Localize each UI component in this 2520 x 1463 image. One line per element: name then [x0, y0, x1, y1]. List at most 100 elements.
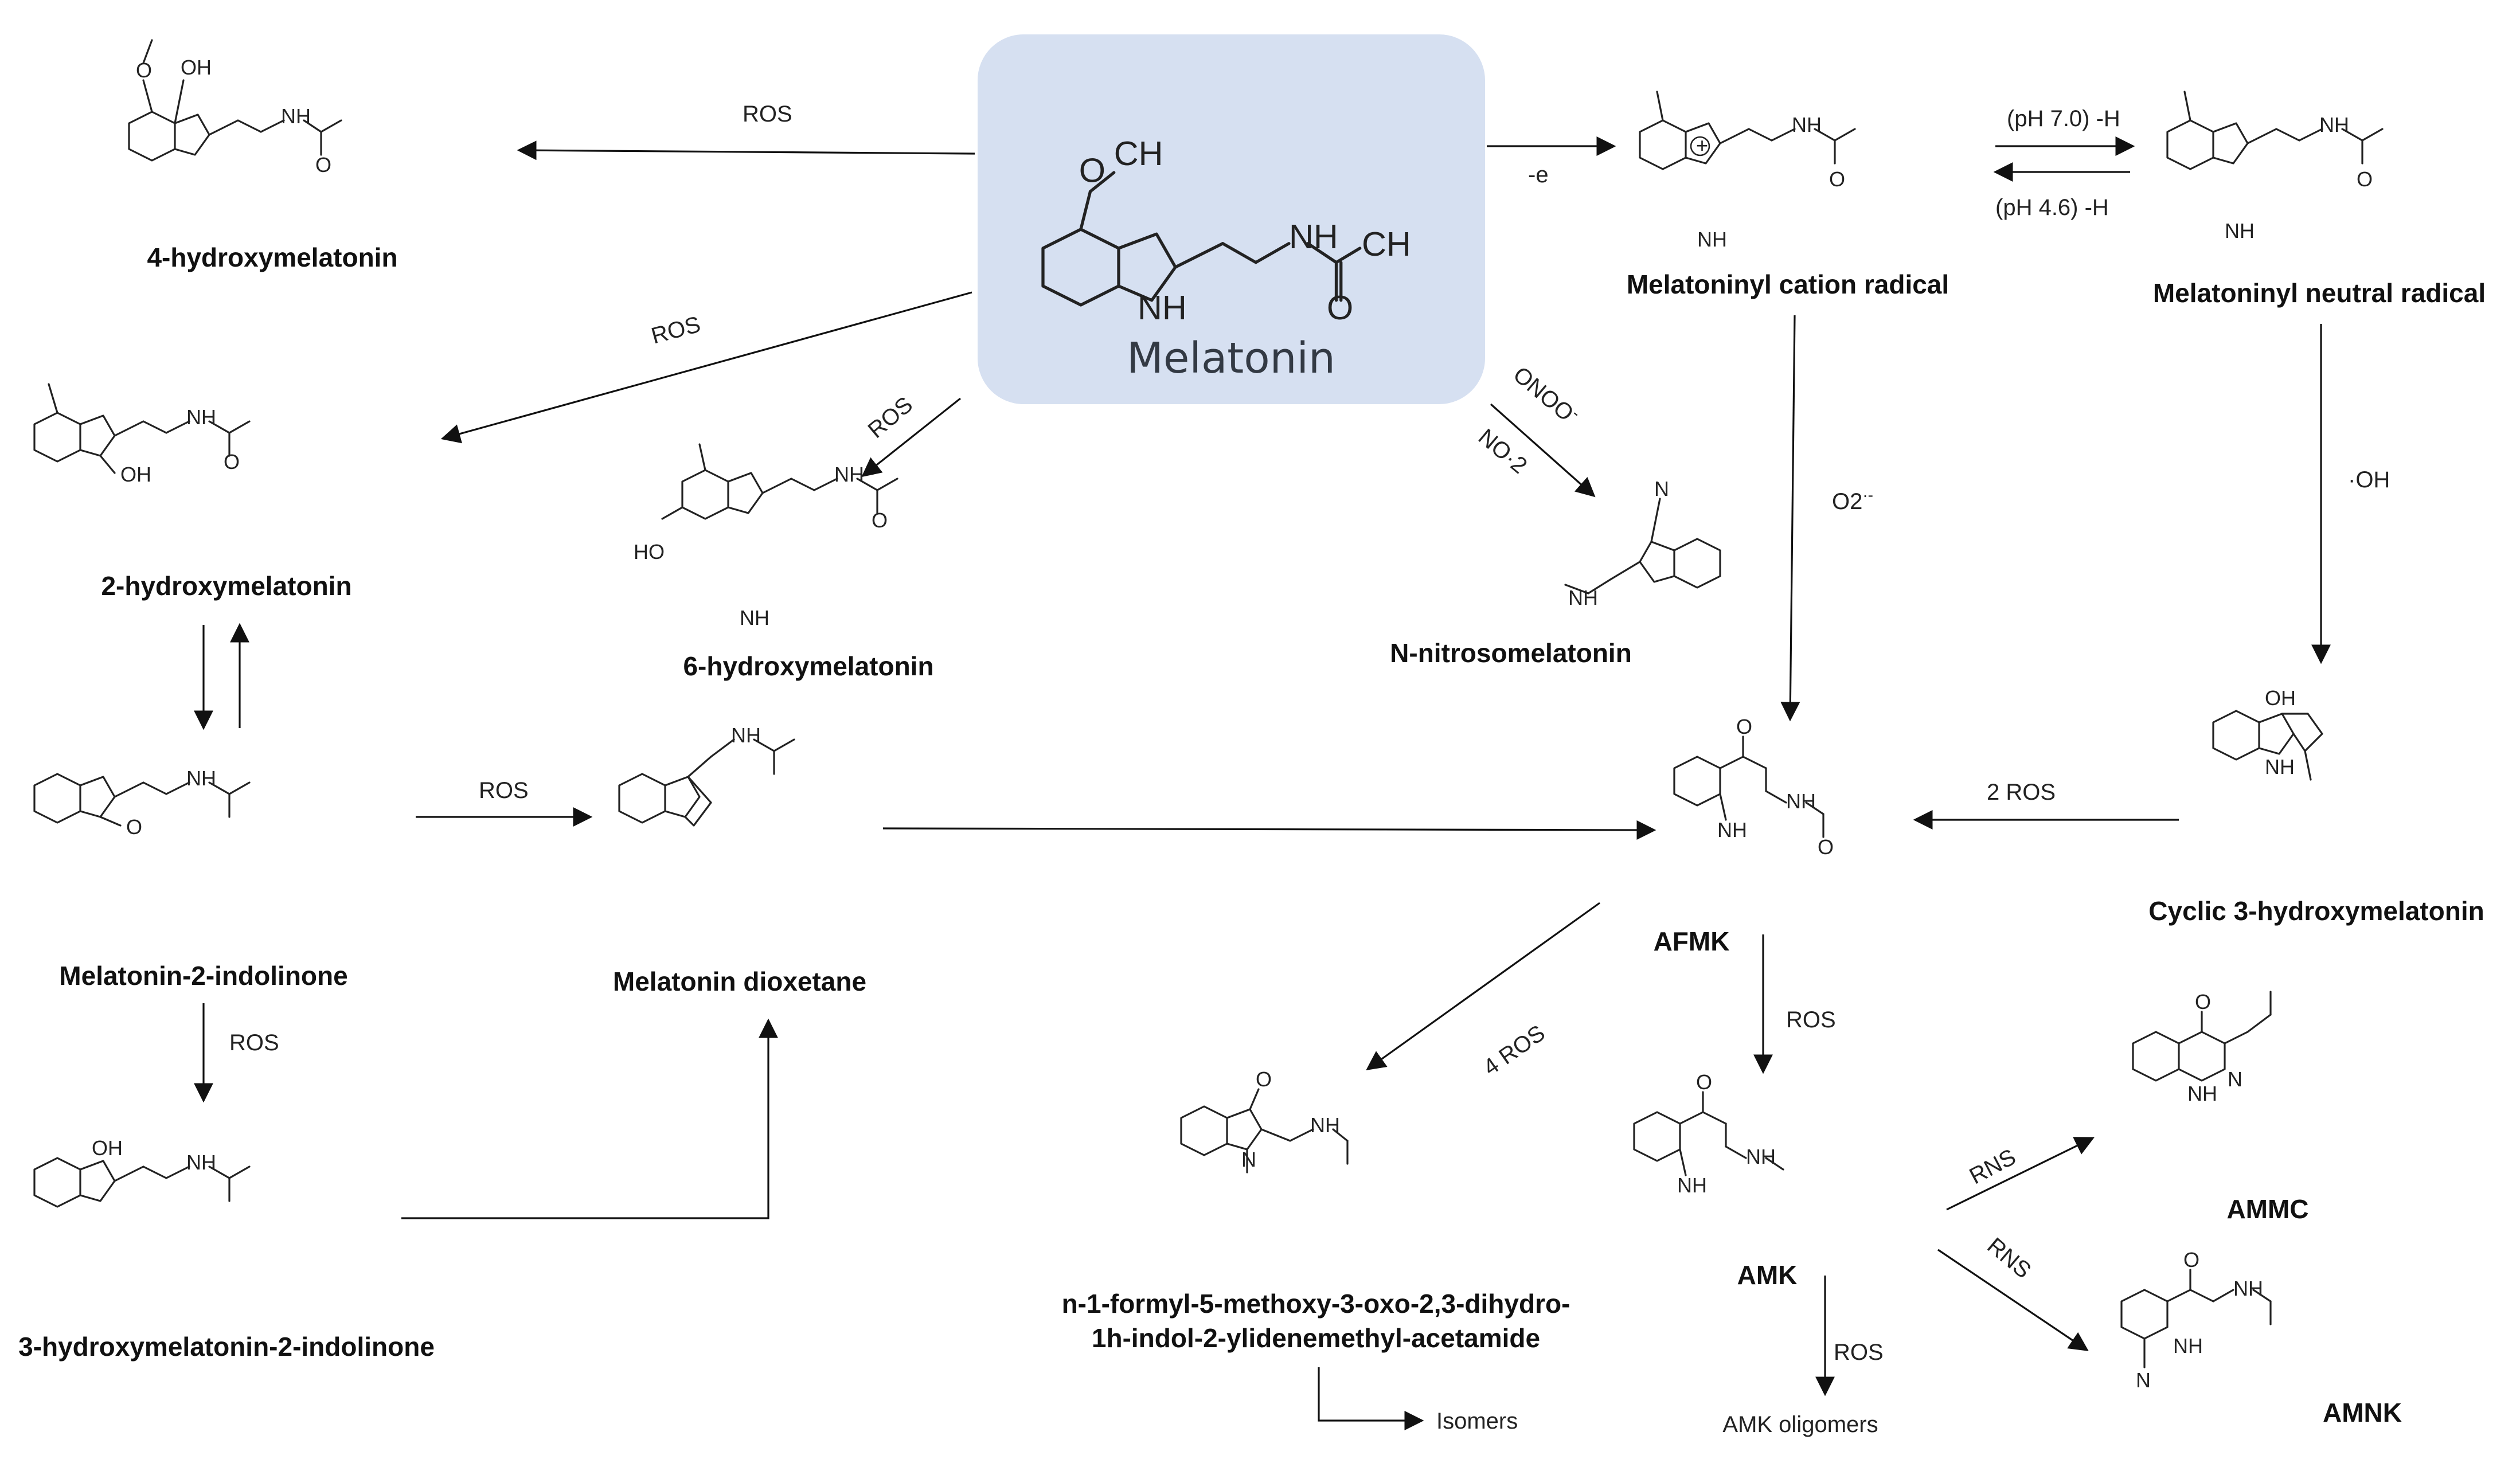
compound-afmk: AFMK [1654, 926, 1730, 956]
structure-melatonin-2-indolinone: NH O [33, 766, 251, 839]
compound-melatonin-2-indolinone: Melatonin-2-indolinone [59, 961, 347, 991]
label-oh: ·OH [2348, 467, 2390, 492]
label-ros-6h: ROS [864, 392, 918, 443]
label-4-ros: 4 ROS [1479, 1020, 1550, 1081]
compound-ammc: AMMC [2226, 1194, 2308, 1224]
structure-afmk: O NH NH O [1673, 715, 1834, 859]
compound-amnk: AMNK [2323, 1398, 2402, 1427]
melatonin-label: Melatonin [1127, 334, 1335, 383]
svg-text:NH: NH [1786, 789, 1816, 813]
label-ph46: (pH 4.6) -H [1995, 195, 2109, 220]
svg-text:O: O [315, 153, 331, 177]
arrow-cation-to-afmk [1780, 315, 1800, 722]
structure-amnk: O NH NH N [2120, 1248, 2272, 1392]
compound-6-hydroxymelatonin: 6-hydroxymelatonin [683, 651, 933, 681]
structure-4-hydroxymelatonin: O OH NH O [128, 39, 342, 177]
svg-text:NH: NH [1717, 818, 1747, 842]
svg-text:NH: NH [186, 1151, 216, 1174]
svg-text:O: O [2195, 990, 2211, 1014]
svg-text:NH: NH [281, 104, 311, 128]
svg-text:N: N [1654, 477, 1669, 500]
compound-cyclic-3-hydroxymelatonin: Cyclic 3-hydroxymelatonin [2148, 896, 2484, 926]
svg-text:O: O [1256, 1067, 1272, 1091]
arrow-to-n-nitrosomelatonin [1490, 403, 1596, 498]
svg-text:O: O [1818, 835, 1834, 859]
label-ros-indolinone: ROS [229, 1030, 279, 1055]
svg-text:OH: OH [92, 1136, 123, 1160]
svg-text:N: N [2228, 1067, 2242, 1091]
svg-text:O: O [872, 508, 888, 532]
svg-text:NH: NH [186, 766, 216, 790]
structure-6-hydroxymelatonin: HO NH NH O [634, 443, 898, 629]
svg-text:NH: NH [2233, 1277, 2263, 1300]
melatonin-highlight-box [978, 34, 1485, 404]
label-ros-oligomers: ROS [1834, 1340, 1884, 1365]
structure-amk: O NH NH [1633, 1070, 1784, 1197]
svg-text:N: N [2136, 1368, 2151, 1392]
structure-ammc: O NH N [2132, 990, 2272, 1105]
label-ros-afmk-amk: ROS [1786, 1007, 1836, 1032]
structure-neutral-radical: NH NH O [2166, 91, 2384, 242]
structure-2-hydroxymelatonin: NH OH O [33, 383, 251, 486]
compound-cation-radical: Melatoninyl cation radical [1627, 269, 1949, 299]
svg-text:NH: NH [2265, 755, 2295, 779]
label-2-ros: 2 ROS [1987, 780, 2056, 805]
compound-formyl-line1: n-1-formyl-5-methoxy-3-oxo-2,3-dihydro- [1062, 1289, 1570, 1319]
svg-text:NH: NH [1792, 113, 1822, 136]
svg-text:O: O [224, 450, 240, 474]
svg-text:NH: NH [2319, 113, 2349, 136]
compound-labels: 4-hydroxymelatonin 2-hydroxymelatonin 6-… [18, 242, 2486, 1437]
svg-text:NH: NH [1138, 288, 1187, 327]
arrow-amk-to-amnk [1937, 1249, 2089, 1351]
structure-melatonin-dioxetane: NH [618, 723, 795, 827]
svg-text:O: O [136, 58, 152, 82]
svg-text:O: O [1829, 167, 1845, 191]
label-rns-amnk: RNS [1982, 1233, 2035, 1284]
svg-text:OH: OH [2265, 686, 2296, 710]
melatonin-structure: NH NH O O CH CH [1041, 134, 1411, 327]
svg-text:O: O [1327, 288, 1353, 327]
svg-text:O: O [2357, 167, 2373, 191]
arrow-3h-indolinone-to-dioxetane [401, 1018, 778, 1219]
svg-text:NH: NH [740, 606, 769, 629]
label-rns-ammc: RNS [1966, 1144, 2020, 1189]
melatonin-center: NH NH O O CH CH Melatonin [978, 34, 1485, 404]
svg-text:NH: NH [2173, 1334, 2203, 1358]
label-onoo: ONOO- [1509, 359, 1584, 429]
arrow-formyl-to-isomers [1318, 1367, 1424, 1430]
svg-text:NH: NH [1677, 1173, 1707, 1197]
arrow-dioxetane-to-afmk [882, 820, 1656, 840]
arrow-to-4-hydroxymelatonin [517, 140, 975, 161]
reaction-arrows [194, 136, 2331, 1430]
svg-text:OH: OH [120, 463, 151, 486]
compound-2-hydroxymelatonin: 2-hydroxymelatonin [101, 571, 351, 601]
compound-3-hydroxymelatonin-2-indolinone: 3-hydroxymelatonin-2-indolinone [18, 1332, 435, 1362]
svg-text:CH: CH [1114, 134, 1163, 173]
structure-cyclic-3-hydroxymelatonin: OH NH [2212, 686, 2323, 781]
label-minus-e: -e [1528, 162, 1549, 187]
arrow-amk-to-ammc [1946, 1137, 2095, 1211]
svg-text:N: N [1241, 1148, 1256, 1171]
compound-formyl-line2: 1h-indol-2-ylidenemethyl-acetamide [1092, 1323, 1540, 1353]
svg-text:NH: NH [834, 463, 864, 486]
arrow-to-2-hydroxymelatonin [440, 291, 972, 444]
compound-amk: AMK [1737, 1260, 1798, 1290]
product-isomers: Isomers [1436, 1409, 1518, 1434]
arrow-afmk-to-formyl [1366, 902, 1600, 1070]
label-ros-2h: ROS [648, 312, 703, 349]
svg-text:HO: HO [634, 540, 665, 564]
svg-text:NH: NH [1310, 1113, 1340, 1137]
svg-text:OH: OH [181, 56, 212, 79]
compound-neutral-radical: Melatoninyl neutral radical [2153, 278, 2486, 308]
product-amk-oligomers: AMK oligomers [1722, 1412, 1878, 1437]
arrow-to-6-hydroxymelatonin [861, 397, 961, 478]
svg-text:O: O [1696, 1070, 1712, 1094]
structure-formyl-compound: O N NH [1180, 1067, 1349, 1173]
svg-text:O: O [2183, 1248, 2199, 1272]
label-ph70: (pH 7.0) -H [2007, 106, 2120, 131]
svg-text:NH: NH [2225, 219, 2255, 242]
compound-melatonin-dioxetane: Melatonin dioxetane [613, 967, 866, 996]
svg-text:CH: CH [1362, 225, 1411, 263]
svg-text:O: O [1736, 715, 1752, 738]
